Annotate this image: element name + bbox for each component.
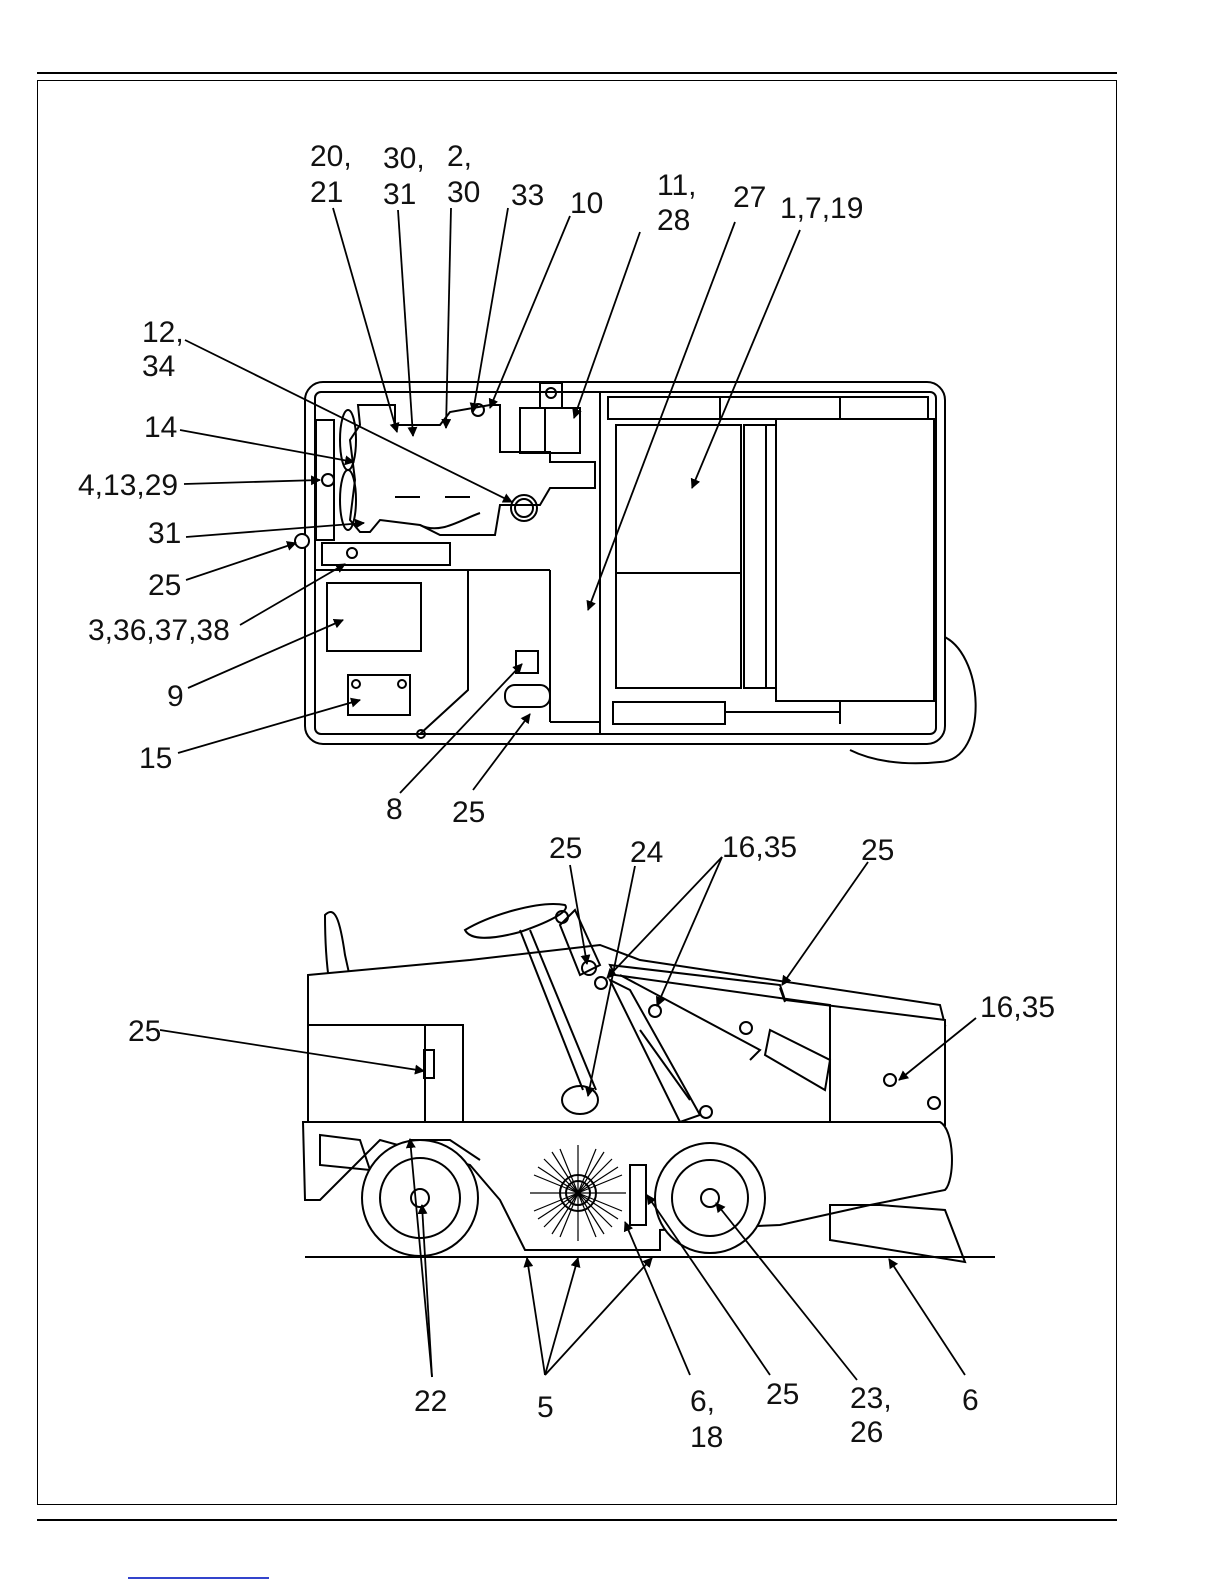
- callout-11-28-b: 28: [657, 204, 690, 237]
- callout-2-30-b: 30: [447, 176, 480, 209]
- callout-1-7-19: 1,7,19: [780, 192, 863, 225]
- callout-31: 31: [148, 517, 181, 550]
- side-callout-6: 6: [962, 1384, 979, 1417]
- callout-25-bottom: 25: [452, 796, 485, 829]
- callout-12-34-b: 34: [142, 350, 175, 383]
- callout-33: 33: [511, 179, 544, 212]
- side-brush: [530, 1145, 626, 1241]
- callout-10: 10: [570, 187, 603, 220]
- callout-30-31-a: 30,: [383, 142, 425, 175]
- callout-30-31-b: 31: [383, 178, 416, 211]
- side-callout-25-b: 25: [861, 834, 894, 867]
- callout-12-34-a: 12,: [142, 316, 184, 349]
- top-view: [295, 382, 976, 763]
- side-callout-25-a: 25: [549, 832, 582, 865]
- side-callout-5: 5: [537, 1391, 554, 1424]
- callout-20-21-b: 21: [310, 176, 343, 209]
- callout-3-36-37-38: 3,36,37,38: [88, 614, 230, 647]
- side-callout-16-35-a: 16,35: [722, 831, 797, 864]
- callout-14: 14: [144, 411, 177, 444]
- callout-11-28-a: 11,: [657, 169, 696, 202]
- callout-20-21-a: 20,: [310, 140, 352, 173]
- cap-25: [295, 534, 309, 548]
- side-callout-16-35-b: 16,35: [980, 991, 1055, 1024]
- side-view: [303, 904, 995, 1262]
- side-callout-24: 24: [630, 836, 663, 869]
- side-callout-23-26-b: 26: [850, 1416, 883, 1449]
- callout-27: 27: [733, 181, 766, 214]
- callout-8: 8: [386, 793, 403, 826]
- callout-9: 9: [167, 680, 184, 713]
- callout-2-30-a: 2,: [447, 140, 472, 173]
- callout-15: 15: [139, 742, 172, 775]
- side-callout-23-26-a: 23,: [850, 1382, 892, 1415]
- seat-base: [308, 1025, 463, 1125]
- side-callout-6-18-a: 6,: [690, 1385, 715, 1418]
- callout-25-left: 25: [148, 569, 181, 602]
- side-callout-25-c: 25: [128, 1015, 161, 1048]
- side-callout-25-d: 25: [766, 1378, 799, 1411]
- steering-wheel: [465, 904, 566, 938]
- callout-4-13-29: 4,13,29: [78, 469, 178, 502]
- side-callout-22: 22: [414, 1385, 447, 1418]
- side-callout-6-18-b: 18: [690, 1421, 723, 1454]
